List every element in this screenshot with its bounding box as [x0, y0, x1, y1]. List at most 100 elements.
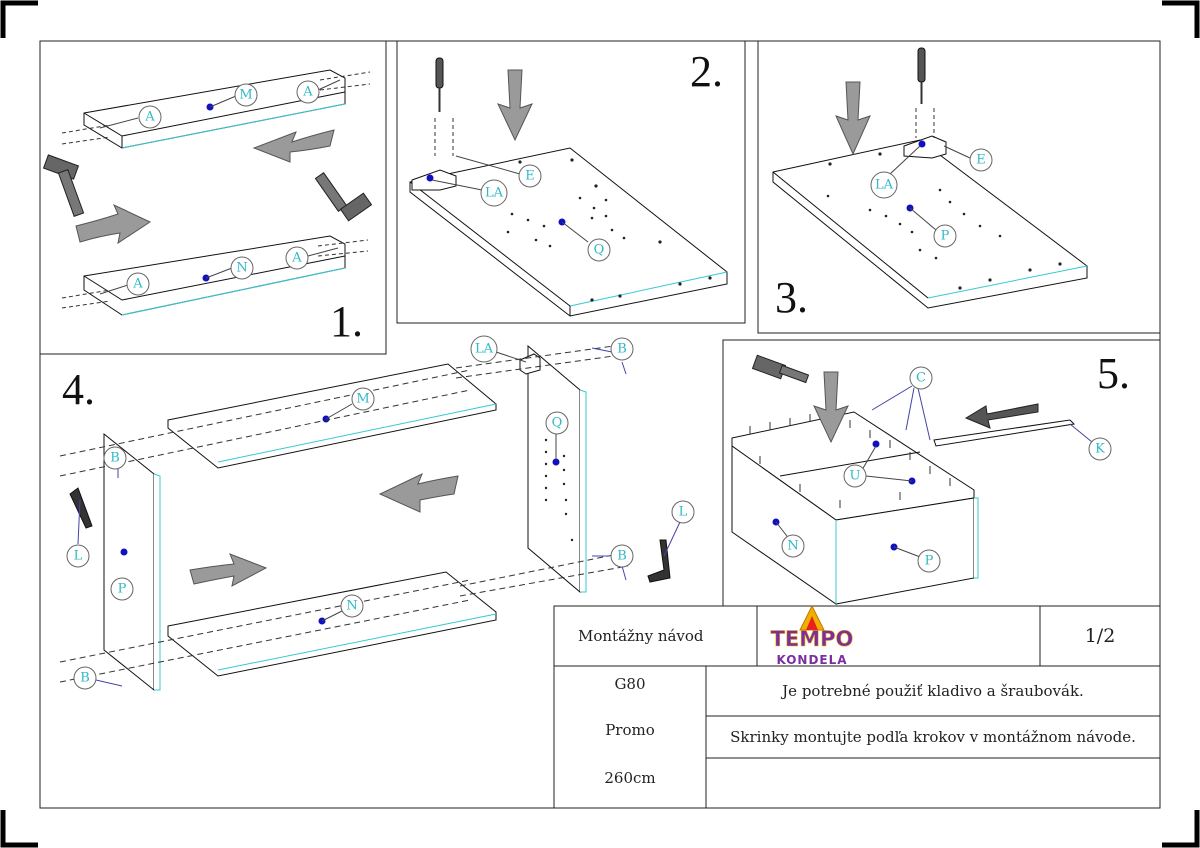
svg-text:A: A: [291, 251, 302, 266]
svg-text:Q: Q: [594, 243, 605, 258]
svg-text:Q: Q: [552, 416, 563, 431]
page-number: 1/2: [1084, 625, 1116, 647]
callout-la: LA: [470, 335, 527, 363]
svg-text:P: P: [925, 554, 934, 569]
board-q: [409, 147, 728, 317]
callout-b: B: [103, 446, 127, 478]
callout-u: U: [843, 464, 867, 488]
svg-text:U: U: [850, 469, 861, 484]
svg-text:N: N: [346, 599, 357, 614]
arrow-down-icon: [835, 81, 871, 156]
step-number: 1.: [330, 297, 363, 346]
svg-text:N: N: [787, 539, 798, 554]
arrow-right-icon: [189, 553, 268, 587]
dot-la: [426, 174, 434, 182]
callout-m: M: [351, 387, 375, 411]
svg-text:KONDELA: KONDELA: [776, 653, 847, 667]
svg-text:A: A: [132, 277, 143, 292]
dot-q: [552, 458, 560, 466]
hammer-icon: [314, 172, 373, 222]
step-4-panel: 4.: [59, 335, 695, 692]
arrow-right-icon: [75, 203, 152, 245]
svg-text:P: P: [118, 582, 127, 597]
empty-note: [706, 758, 1160, 808]
step-number: 5.: [1097, 349, 1130, 398]
arrow-left-icon: [964, 403, 1039, 429]
side-panel-q: [527, 344, 587, 594]
dot-p: [120, 548, 128, 556]
arrow-left-icon: [252, 129, 335, 163]
arrow-down-icon: [813, 371, 849, 444]
svg-text:M: M: [356, 392, 369, 407]
callout-la: LA: [870, 145, 921, 199]
callout-q: Q: [587, 238, 611, 262]
board-m: [83, 69, 346, 149]
callout-e: E: [455, 155, 542, 188]
callout-k: K: [1069, 423, 1112, 461]
allen-key-icon: [647, 539, 671, 583]
callout-p: P: [933, 224, 957, 248]
tempo-kondela-logo: TEMPO KONDELA: [770, 604, 854, 667]
callout-m: M: [234, 83, 258, 107]
svg-text:K: K: [1095, 442, 1105, 457]
callout-b: B: [73, 666, 123, 690]
callout-a: A: [285, 246, 339, 270]
svg-text:LA: LA: [475, 342, 494, 357]
svg-text:A: A: [302, 85, 313, 100]
tools-note: Je potrebné použiť kladivo a šraubovák.: [782, 682, 1084, 700]
title-block-grid: [553, 605, 1161, 809]
callout-l: L: [66, 499, 90, 568]
svg-text:N: N: [236, 261, 247, 276]
arrow-left-icon: [378, 472, 459, 513]
callout-la: LA: [431, 179, 508, 207]
callout-n: N: [230, 256, 254, 280]
svg-text:A: A: [144, 110, 155, 125]
step-3-panel: E LA P 3.: [757, 40, 1161, 334]
side-panel-p: [103, 432, 161, 692]
svg-text:B: B: [80, 671, 90, 686]
svg-text:M: M: [239, 88, 252, 103]
step-number: 2.: [690, 47, 723, 96]
screwdriver-icon: [917, 47, 926, 104]
step-number: 3.: [775, 273, 808, 322]
svg-text:B: B: [617, 549, 627, 564]
step-2-panel: E LA Q 2.: [396, 40, 746, 324]
allen-key-icon: [69, 487, 93, 529]
step-1-panel: A M A A N A 1.: [39, 40, 387, 355]
callout-e: E: [943, 145, 993, 172]
svg-text:L: L: [74, 549, 83, 564]
callout-q: Q: [545, 411, 569, 460]
svg-text:LA: LA: [485, 186, 504, 201]
assembly-note: Skrinky montujte podľa krokov v montážno…: [730, 728, 1136, 746]
dot-u: [872, 440, 880, 448]
callout-l: L: [663, 500, 695, 557]
svg-text:L: L: [679, 505, 688, 520]
callout-b: B: [592, 544, 634, 581]
svg-text:B: B: [617, 342, 627, 357]
callout-n: N: [340, 594, 364, 618]
callout-a: A: [99, 272, 150, 296]
callout-b: B: [591, 337, 634, 375]
callout-p: P: [917, 549, 941, 573]
svg-text:E: E: [525, 169, 535, 184]
callout-p: P: [110, 577, 134, 601]
model-code: G80: [614, 675, 646, 693]
callout-n: N: [781, 534, 805, 558]
step-number: 4.: [62, 365, 95, 414]
callout-a: A: [296, 79, 341, 104]
arrow-down-icon: [497, 69, 533, 142]
screwdriver-icon: [435, 57, 444, 112]
doc-title: Montážny návod: [578, 627, 704, 645]
model-variant: Promo: [605, 721, 655, 739]
svg-text:E: E: [976, 153, 986, 168]
svg-text:P: P: [941, 229, 950, 244]
board-p: [772, 139, 1088, 309]
hammer-icon: [42, 154, 85, 217]
callout-a: A: [99, 105, 162, 129]
svg-text:B: B: [110, 451, 120, 466]
svg-text:TEMPO: TEMPO: [771, 627, 854, 651]
callout-c: C: [871, 366, 933, 441]
board-n: [167, 571, 497, 677]
